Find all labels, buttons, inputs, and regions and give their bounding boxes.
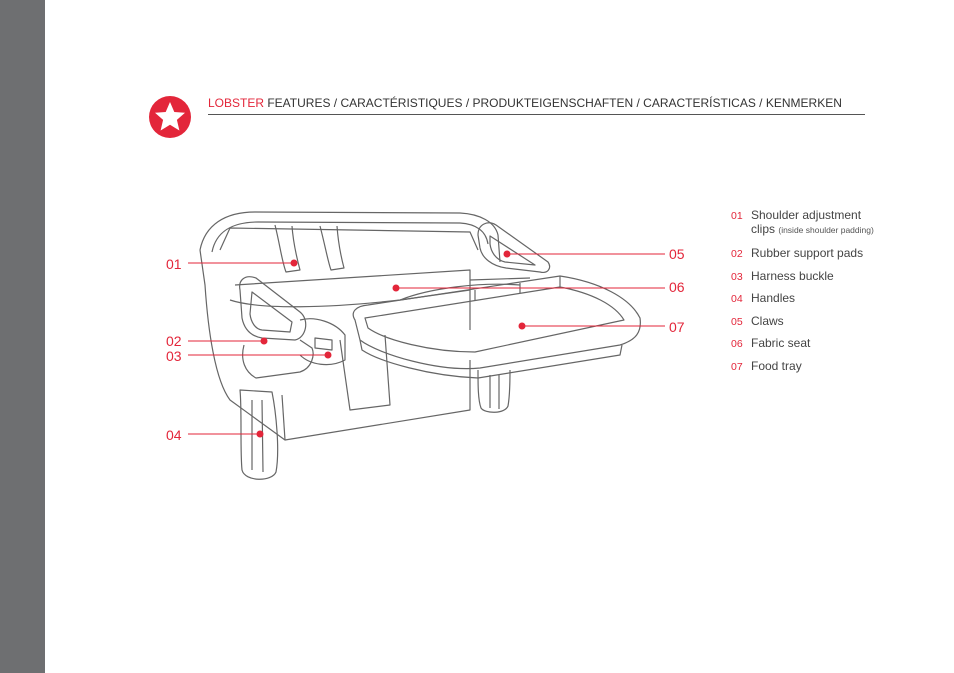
callout-02: 02 — [166, 333, 182, 349]
legend-item: 01 Shoulder adjustment clips (inside shou… — [731, 208, 901, 246]
legend-item: 06 Fabric seat — [731, 336, 901, 359]
legend-label: Fabric seat — [751, 336, 811, 350]
legend-number: 02 — [731, 248, 743, 260]
feature-legend: 01 Shoulder adjustment clips (inside shou… — [731, 208, 901, 381]
legend-note: (inside shoulder padding) — [778, 225, 874, 235]
side-strip — [0, 0, 45, 673]
legend-number: 04 — [731, 293, 743, 305]
header-rule — [208, 114, 865, 115]
legend-item: 02 Rubber support pads — [731, 246, 901, 269]
legend-label: Rubber support pads — [751, 246, 864, 260]
callout-03: 03 — [166, 348, 182, 364]
callout-04: 04 — [166, 427, 182, 443]
legend-label-continued: clips (inside shoulder padding) — [731, 222, 901, 236]
star-icon — [149, 96, 191, 138]
legend-number: 05 — [731, 315, 743, 328]
legend-number: 07 — [731, 360, 743, 373]
product-diagram — [188, 211, 665, 480]
page-header: LOBSTER FEATURES / CARACTÉRISTIQUES / PR… — [208, 96, 864, 110]
legend-label: Harness buckle — [751, 268, 834, 283]
callout-06: 06 — [669, 279, 685, 295]
legend-label: Food tray — [751, 358, 802, 373]
callout-07: 07 — [669, 319, 685, 335]
legend-item: 04 Handles — [731, 291, 901, 314]
legend-number: 06 — [731, 338, 743, 350]
legend-item: 05 Claws — [731, 314, 901, 337]
legend-label: Shoulder adjustment — [751, 208, 862, 222]
header-title: FEATURES / CARACTÉRISTIQUES / PRODUKTEIG… — [264, 96, 842, 110]
callout-01: 01 — [166, 256, 182, 272]
legend-label-line2: clips — [751, 222, 776, 236]
legend-number: 01 — [731, 210, 743, 222]
legend-item: 07 Food tray — [731, 359, 901, 382]
legend-label: Claws — [751, 313, 784, 328]
brand-name: LOBSTER — [208, 96, 265, 110]
legend-label: Handles — [751, 291, 796, 305]
legend-number: 03 — [731, 270, 743, 283]
callout-05: 05 — [669, 246, 685, 262]
legend-item: 03 Harness buckle — [731, 269, 901, 292]
